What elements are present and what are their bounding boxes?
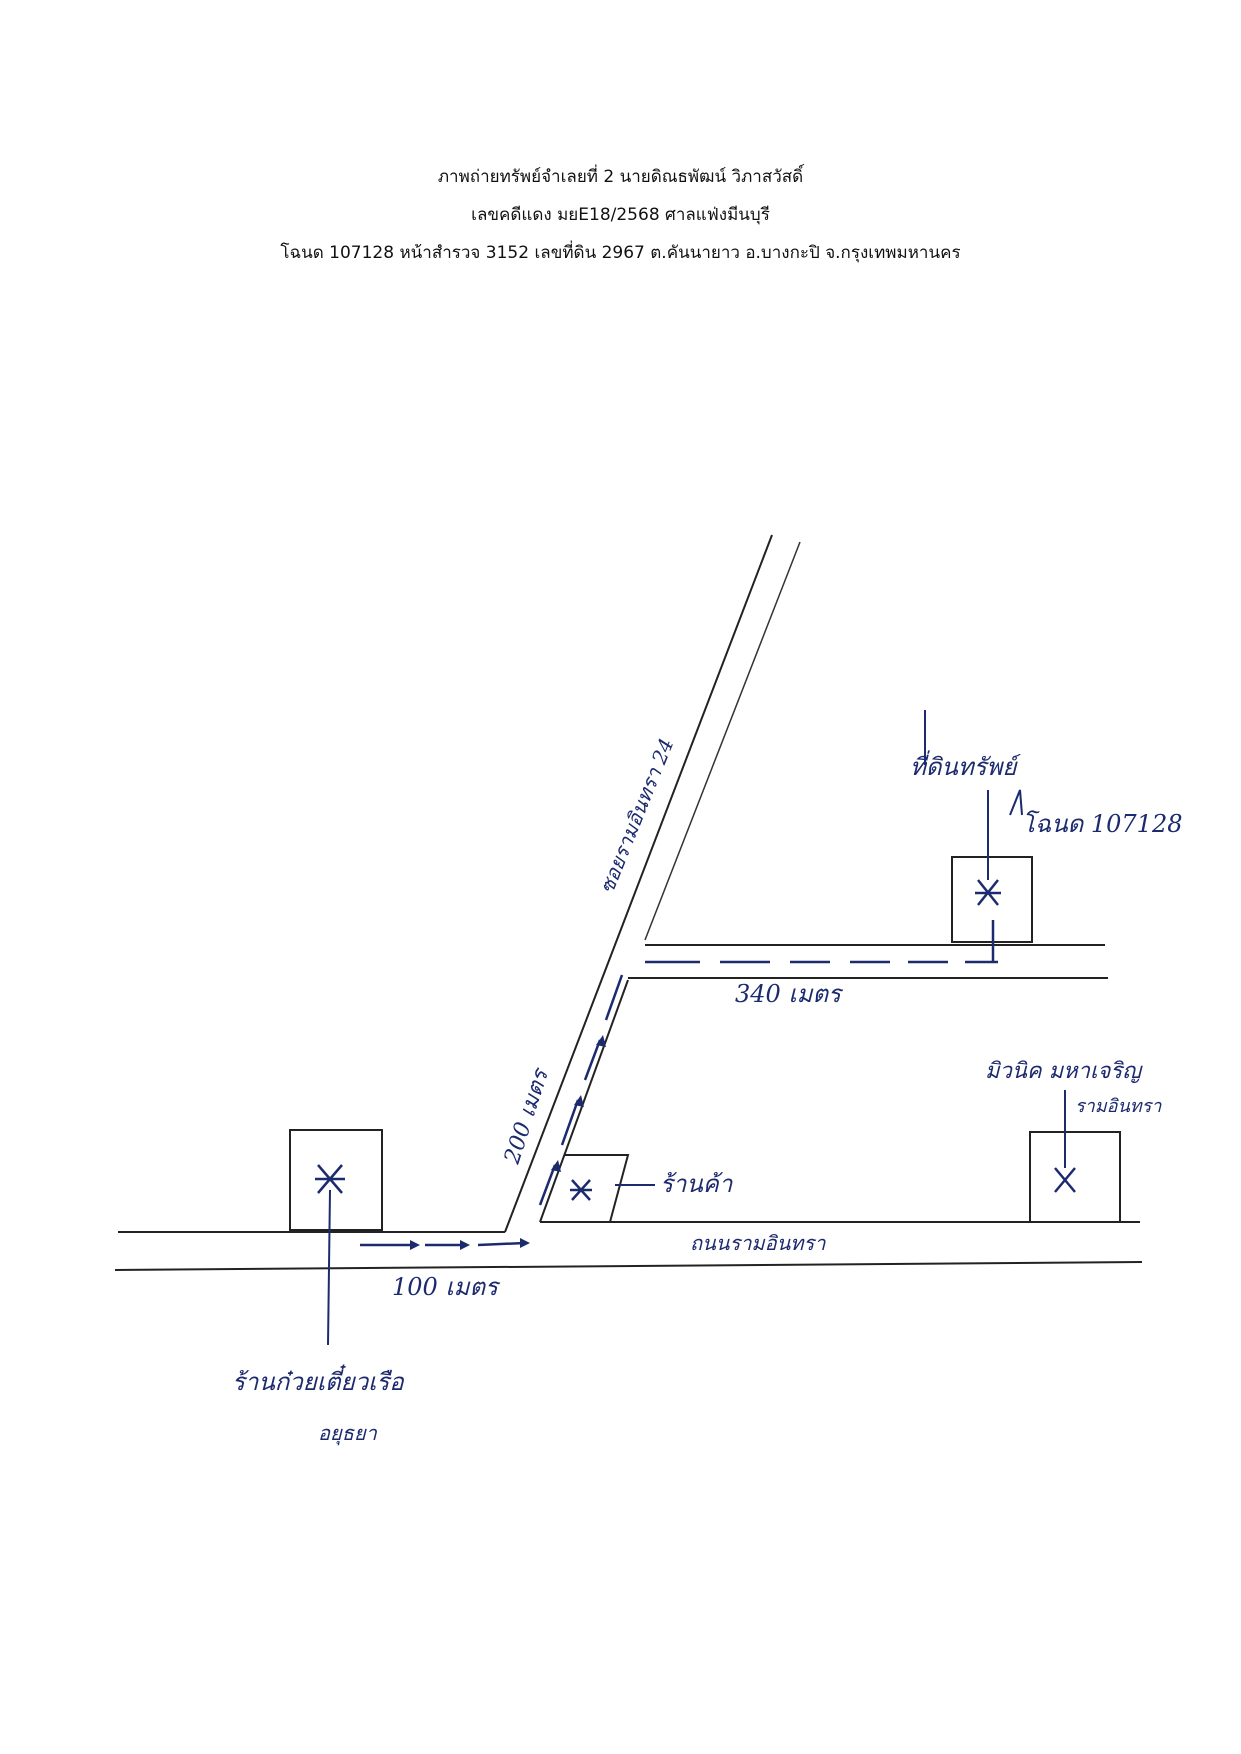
soi-road-edge-right [644,541,801,941]
right-building [1029,1131,1121,1223]
main-road-label: ถนนรามอินทรา [690,1231,826,1255]
right-building-label-2: รามอินทรา [1075,1096,1162,1117]
left-building-label-2: อยุธยา [318,1421,378,1446]
right-star-icon [1054,1167,1076,1193]
soi-road-edge-left [504,534,773,1233]
route-path [360,920,998,1247]
distance-340-label: 340 เมตร [735,980,844,1008]
left-building [289,1129,383,1231]
shop-building [565,1154,630,1223]
header-line-1: ภาพถ่ายทรัพย์จำเลยที่ 2 นายดิณธพัฒน์ วิภ… [437,167,804,187]
shop-label: ร้านค้า [660,1170,734,1198]
pointer-lines [327,710,1066,1346]
header-line-3: โฉนด 107128 หน้าสำรวจ 3152 เลขที่ดิน 296… [280,243,961,263]
soi-label: ซอยรามอินทรา 24 [594,735,678,897]
document-header: ภาพถ่ายทรัพย์จำเลยที่ 2 นายดิณธพัฒน์ วิภ… [0,158,1241,272]
left-star-icon [315,1164,345,1194]
target-label: ที่ดินทรัพย์ [910,750,1021,781]
header-line-2: เลขคดีแดง มยE18/2568 ศาลแฟ่งมีนบุรี [471,205,770,225]
deed-label: โฉนด 107128 [1022,810,1182,838]
right-building-label-1: มิวนิค มหาเจริญ [985,1059,1143,1084]
left-building-label-1: ร้านก๋วยเตี๋ยวเรือ [232,1364,405,1396]
main-road-bottom-edge [114,1261,1143,1271]
soi-road-edge-right-lower [539,979,629,1223]
distance-100-label: 100 เมตร [392,1273,501,1301]
target-star-icon [975,879,1001,906]
distance-200-label: 200 เมตร [500,1064,555,1168]
shop-star-icon [570,1179,592,1201]
route-arrows [410,1035,606,1250]
